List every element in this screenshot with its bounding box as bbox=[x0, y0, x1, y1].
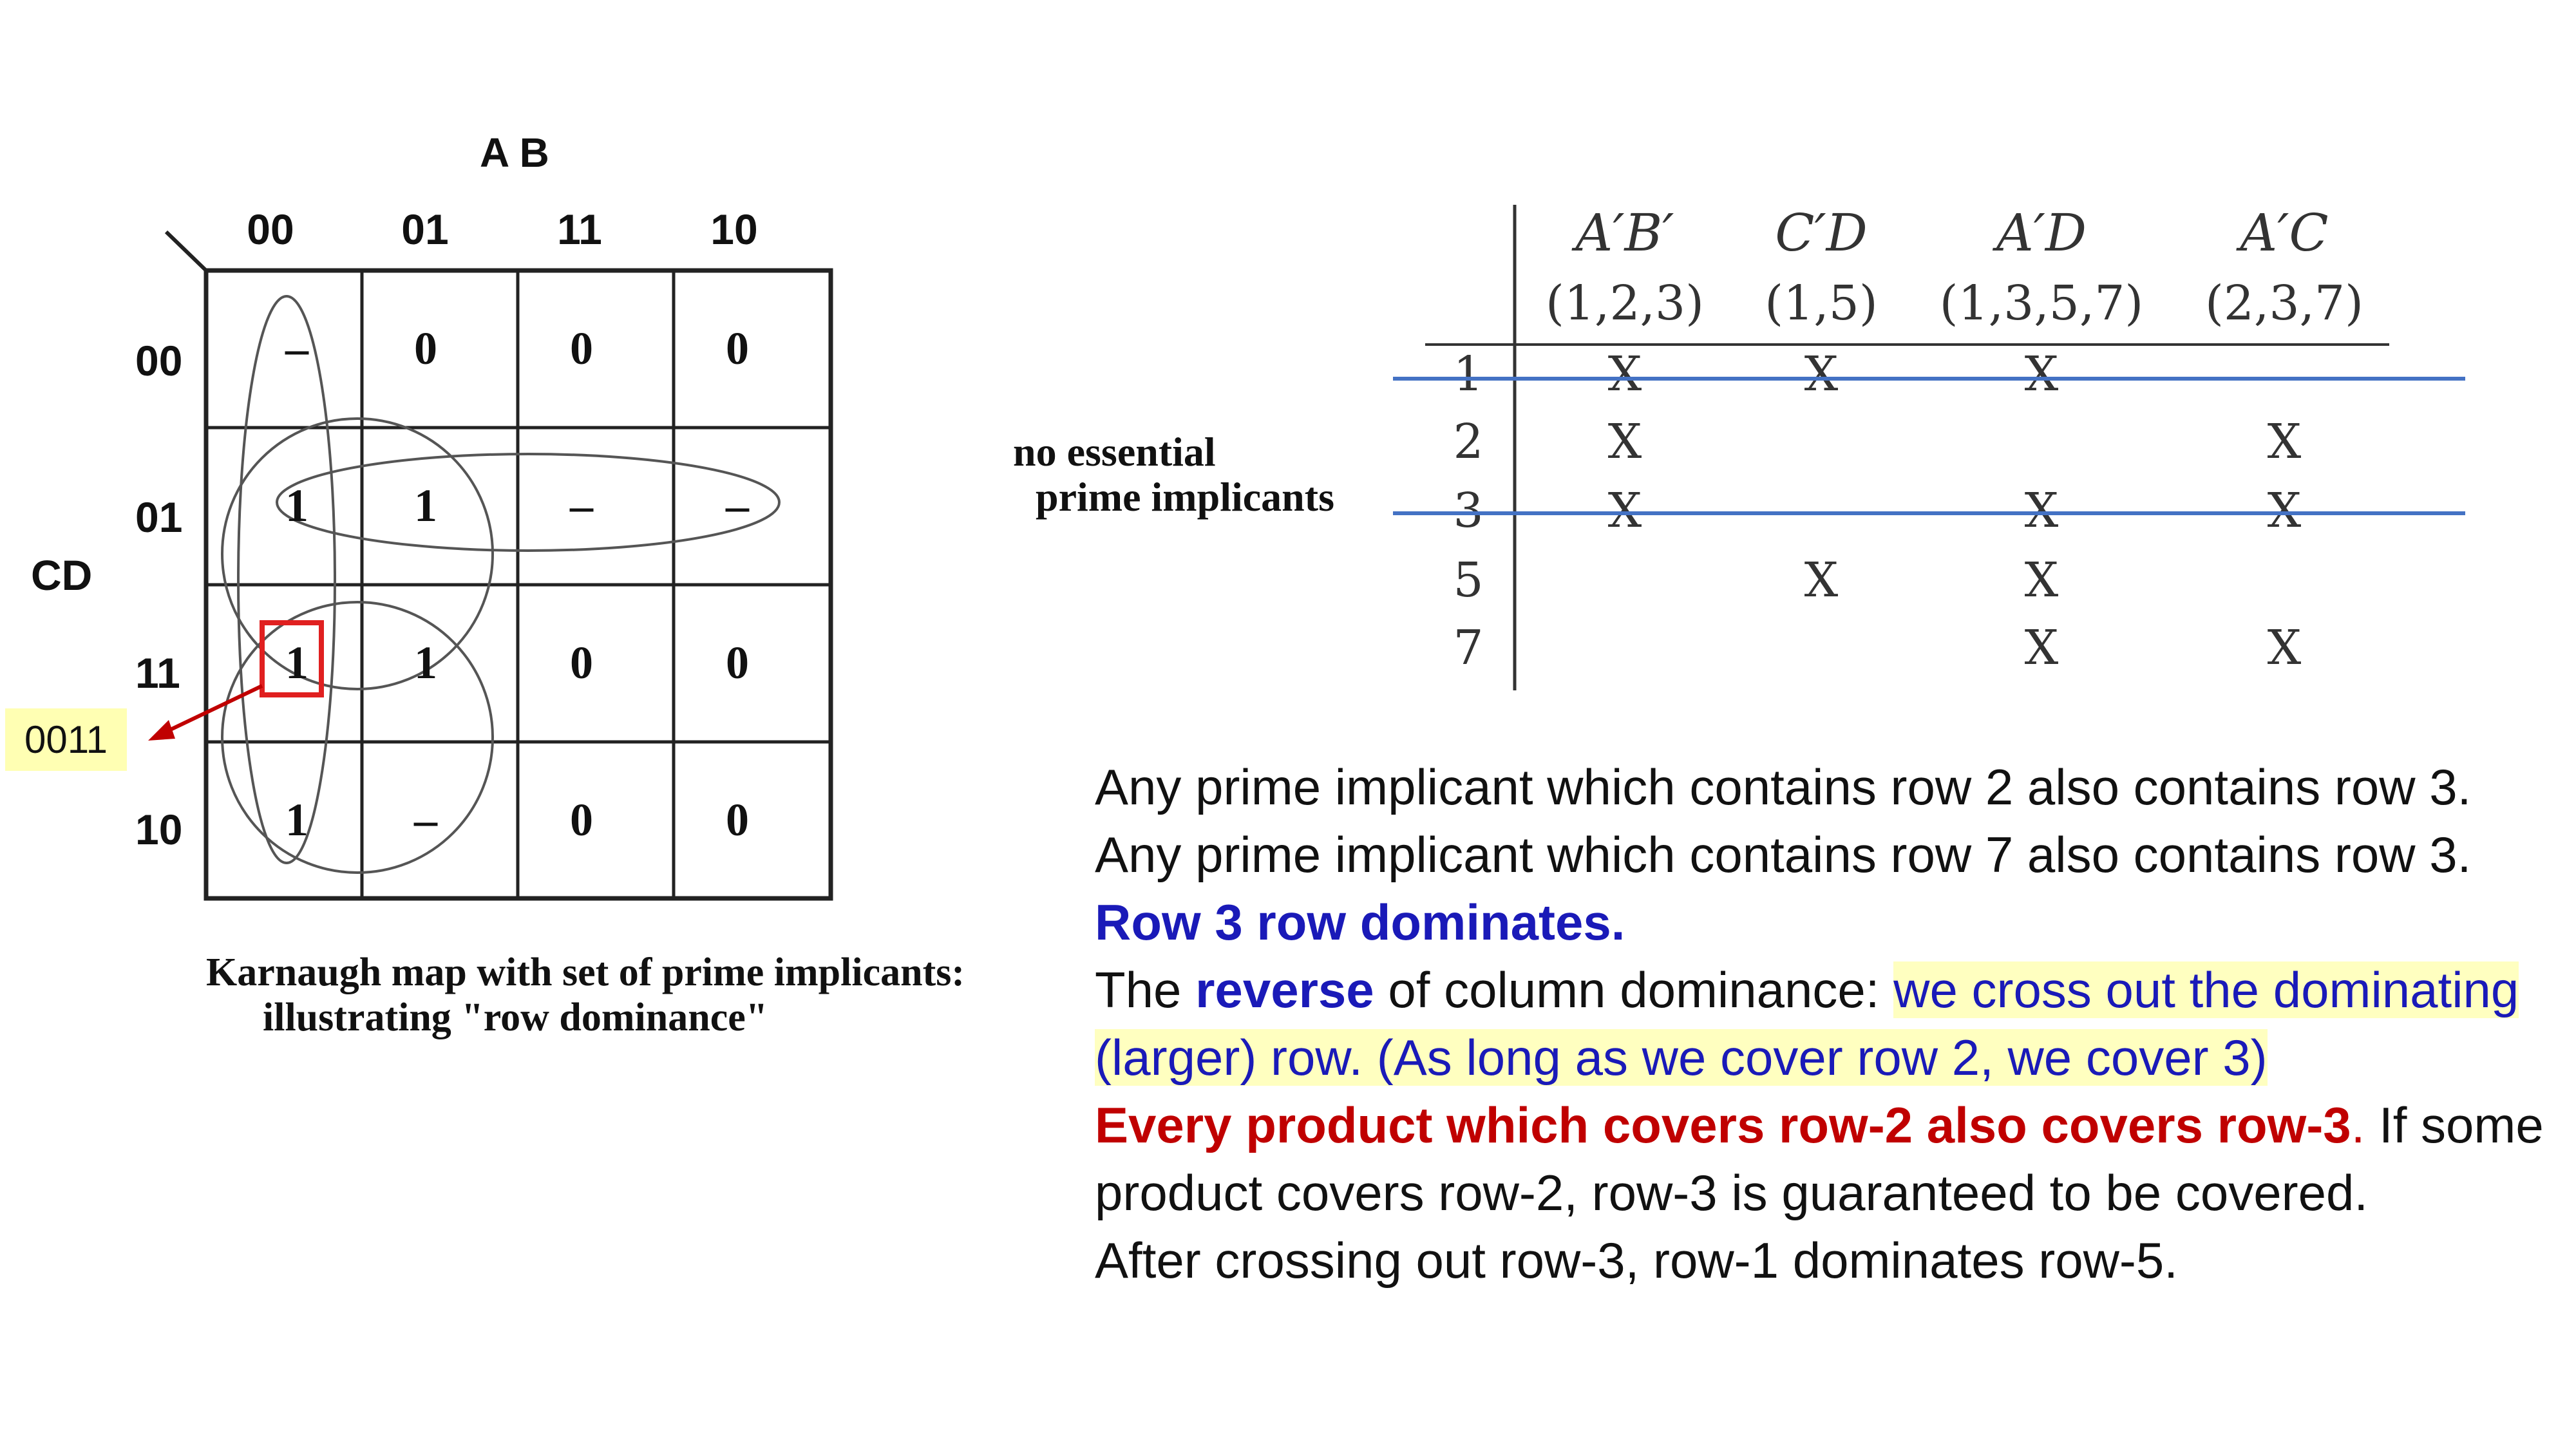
row-label: 5 bbox=[1453, 553, 1484, 608]
cover-mark: X bbox=[1607, 483, 1642, 538]
cover-mark: X bbox=[2024, 483, 2059, 538]
cover-mark: X bbox=[2267, 620, 2302, 676]
cover-mark: X bbox=[1607, 346, 1642, 402]
column-term: A′D bbox=[1996, 203, 2087, 263]
implicant-loop bbox=[237, 295, 336, 864]
cover-mark: X bbox=[2267, 483, 2302, 538]
cover-mark: X bbox=[2024, 346, 2059, 402]
text-span: of column dominance: bbox=[1374, 961, 1894, 1018]
cover-mark: X bbox=[1804, 346, 1839, 402]
note-line2: prime implicants bbox=[1036, 474, 1334, 520]
text-line: The reverse of column dominance: we cros… bbox=[1095, 956, 2544, 1024]
cover-mark: X bbox=[2024, 553, 2059, 608]
column-term: C′D bbox=[1775, 203, 1868, 263]
kmap-row-header: 10 bbox=[135, 806, 183, 853]
text-span: The bbox=[1095, 961, 1196, 1018]
kmap-cell: 1 bbox=[414, 479, 437, 531]
implicant-loop bbox=[221, 601, 494, 874]
implicant-loop bbox=[221, 417, 494, 690]
text-span: Every product which covers row-2 also co… bbox=[1095, 1097, 2351, 1153]
explanation-text: Any prime implicant which contains row 2… bbox=[1095, 753, 2544, 1294]
kmap-caption-line2: illustrating "row dominance" bbox=[263, 995, 768, 1041]
row-label: 1 bbox=[1453, 346, 1484, 402]
kmap-cell: 0 bbox=[570, 636, 593, 688]
kmap-cell: 1 bbox=[414, 636, 437, 688]
column-minterms: (2,3,7) bbox=[2204, 276, 2364, 331]
text-line: Any prime implicant which contains row 7… bbox=[1095, 826, 2472, 883]
text-line: product covers row-2, row-3 is guarantee… bbox=[1095, 1164, 2369, 1221]
text-line: Row 3 row dominates. bbox=[1095, 894, 1625, 951]
note-line1: no essential bbox=[1013, 429, 1216, 475]
text-line: Any prime implicant which contains row 2… bbox=[1095, 759, 2472, 815]
text-line: After crossing out row-3, row-1 dominate… bbox=[1095, 1232, 2178, 1289]
row-label: 2 bbox=[1453, 414, 1484, 469]
highlighted-text: (larger) row. (As long as we cover row 2… bbox=[1095, 1029, 2268, 1086]
text-line: Every product which covers row-2 also co… bbox=[1095, 1092, 2544, 1159]
caption-term: "row dominance" bbox=[461, 996, 768, 1039]
kmap-cell: 1 bbox=[285, 793, 308, 846]
text-span: If some bbox=[2365, 1097, 2544, 1153]
kmap-cell: 1 bbox=[285, 636, 308, 688]
text-span: . bbox=[2351, 1097, 2365, 1153]
kmap-cell: – bbox=[726, 479, 749, 531]
column-minterms: (1,3,5,7) bbox=[1939, 276, 2144, 331]
kmap-col-header: 01 bbox=[401, 205, 449, 253]
kmap-cell: – bbox=[414, 793, 437, 846]
implicant-loop bbox=[276, 453, 781, 552]
kmap-row-header: 11 bbox=[135, 649, 180, 697]
text-line: (larger) row. (As long as we cover row 2… bbox=[1095, 1024, 2544, 1092]
cover-mark: X bbox=[2267, 414, 2302, 469]
column-term: A′C bbox=[2240, 203, 2329, 263]
kmap-cell: 0 bbox=[726, 636, 749, 688]
text-span: reverse bbox=[1195, 961, 1374, 1018]
kmap-cell: 1 bbox=[285, 479, 308, 531]
arrow-head bbox=[148, 720, 175, 741]
highlight-box bbox=[260, 620, 324, 697]
table-lines bbox=[1425, 205, 2389, 690]
kmap-cell: 0 bbox=[414, 322, 437, 374]
kmap-col-header: 11 bbox=[557, 205, 602, 253]
kmap-cell: 0 bbox=[570, 322, 593, 374]
kmap-cell: 0 bbox=[726, 322, 749, 374]
kmap-cell: 0 bbox=[726, 793, 749, 846]
kmap-col-header: 00 bbox=[247, 205, 294, 253]
kmap-cell: – bbox=[285, 322, 308, 374]
kmap-row-header: 01 bbox=[135, 493, 183, 541]
row-label: 7 bbox=[1453, 620, 1484, 676]
row-strikes bbox=[1393, 377, 2465, 515]
kmap-row-variable: CD bbox=[31, 551, 93, 599]
kmap-grid bbox=[148, 230, 833, 901]
kmap-row-header: 00 bbox=[135, 337, 183, 384]
kmap-cell: – bbox=[570, 479, 593, 531]
cover-mark: X bbox=[1607, 414, 1642, 469]
minterm-callout: 0011 bbox=[5, 708, 128, 771]
column-term: A′B′ bbox=[1575, 203, 1674, 263]
cover-mark: X bbox=[2024, 620, 2059, 676]
caption-prefix: illustrating bbox=[263, 996, 462, 1039]
row-label: 3 bbox=[1453, 483, 1484, 538]
callout-arrow bbox=[160, 684, 263, 736]
kmap-title: A B bbox=[480, 129, 549, 176]
column-minterms: (1,2,3) bbox=[1545, 276, 1705, 331]
kmap-col-header: 10 bbox=[710, 205, 758, 253]
cover-mark: X bbox=[1804, 553, 1839, 608]
kmap-cell: 0 bbox=[570, 793, 593, 846]
highlighted-text: we cross out the dominating bbox=[1893, 961, 2519, 1018]
kmap-caption-line1: Karnaugh map with set of prime implicant… bbox=[206, 951, 965, 994]
column-minterms: (1,5) bbox=[1765, 276, 1878, 331]
